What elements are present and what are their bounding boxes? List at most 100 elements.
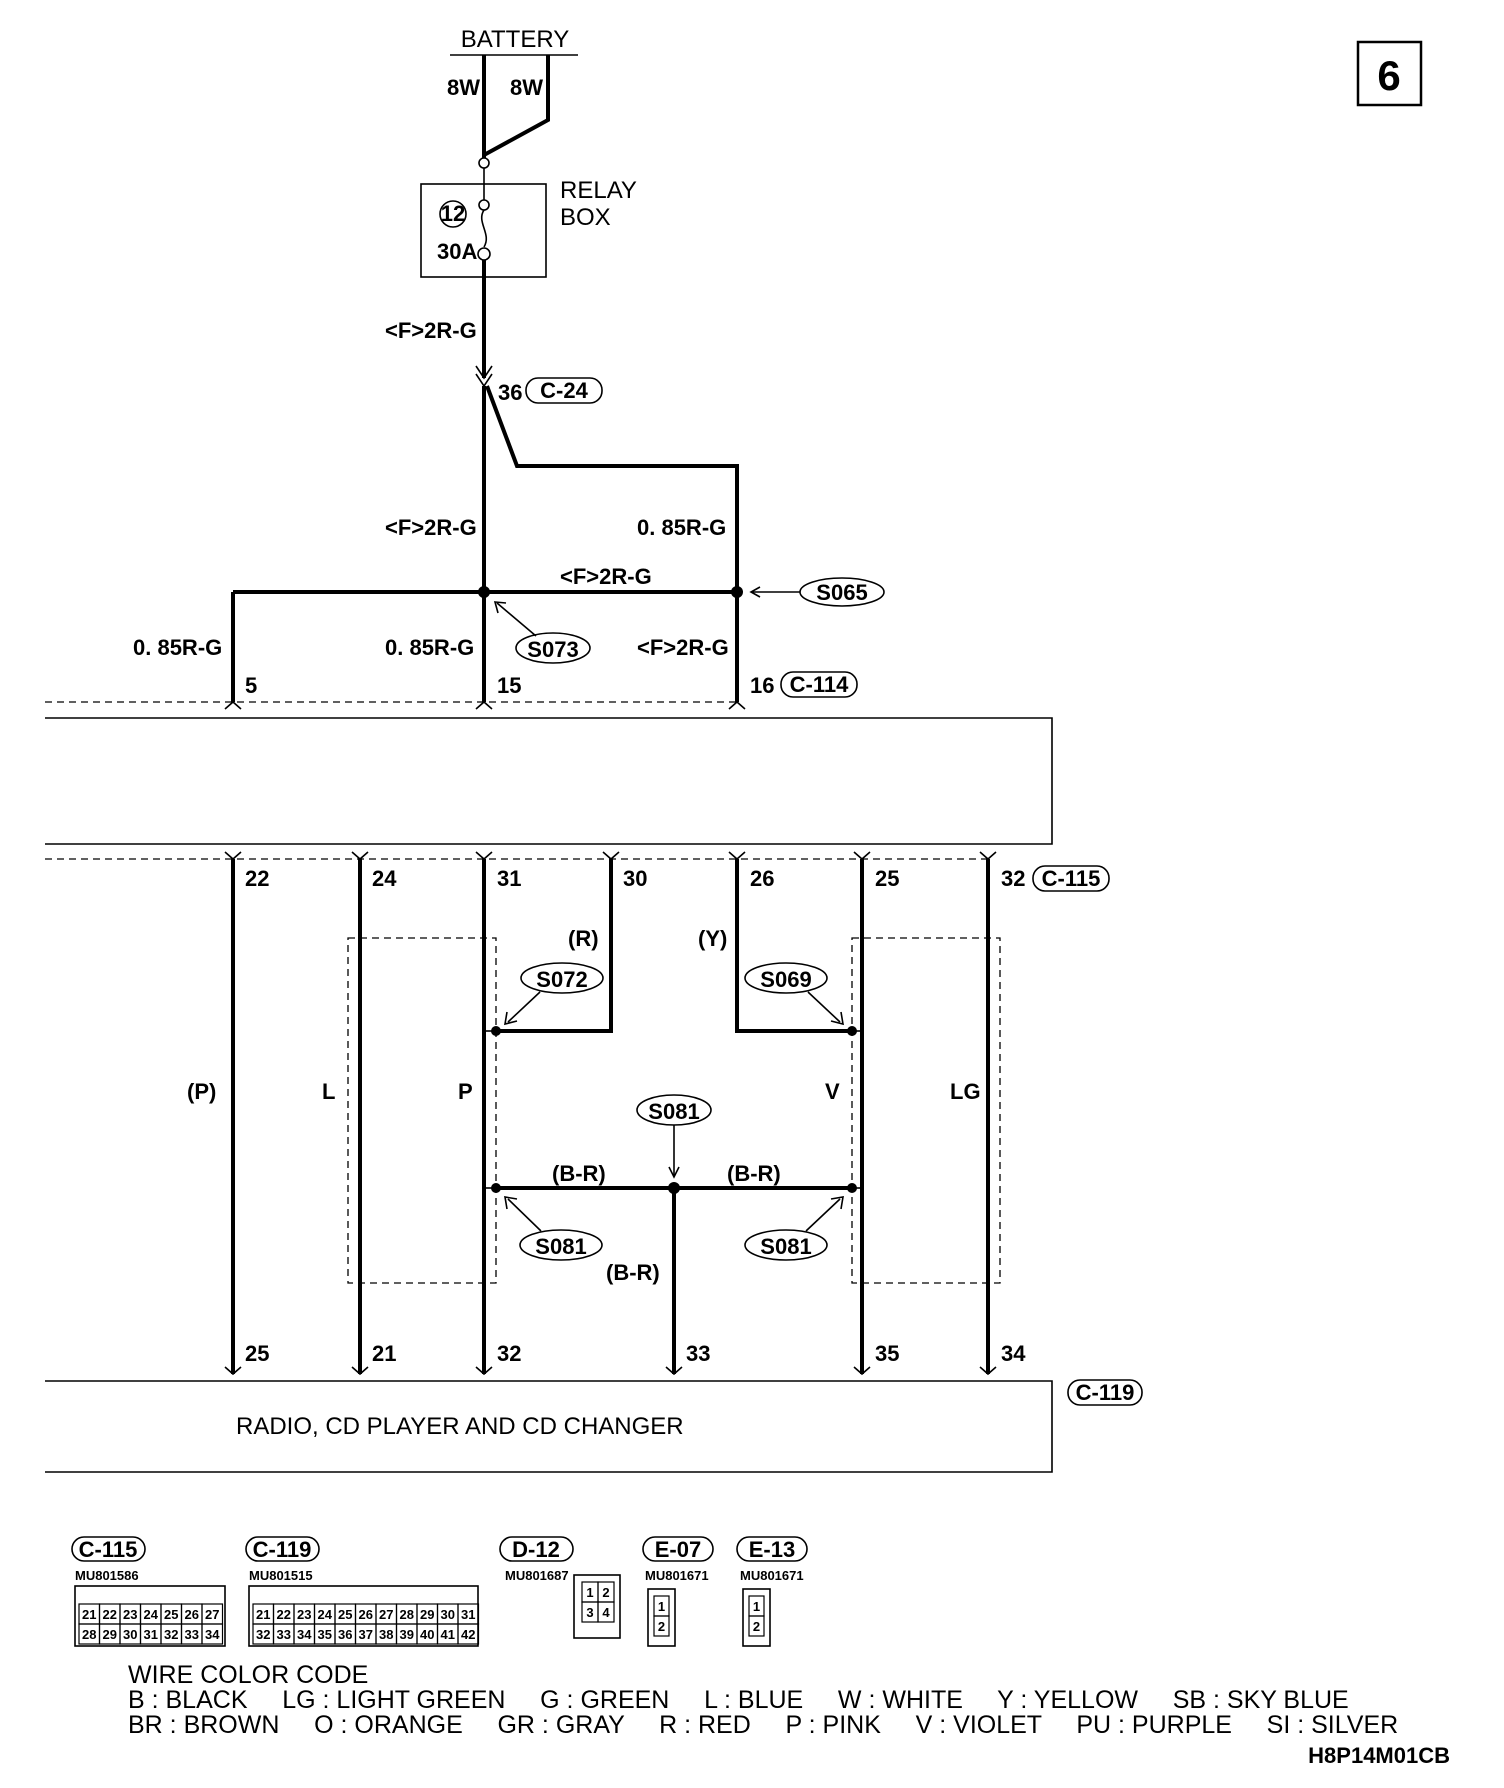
connector-pin-number: 27 xyxy=(379,1607,393,1622)
wire-label-br-left: (B-R) xyxy=(552,1161,606,1186)
battery-wire-right: 8W xyxy=(510,75,543,100)
connector-pin-number: 35 xyxy=(318,1627,332,1642)
component-name: RADIO, CD PLAYER AND CD CHANGER xyxy=(236,1413,684,1440)
relay-box-label-2: BOX xyxy=(560,204,611,231)
connector-view-e13: E-13 MU801671 12 xyxy=(736,1536,808,1647)
connector-pin-cell xyxy=(748,1615,765,1637)
splice-s069: S069 xyxy=(744,962,844,1026)
splice-s065: S065 xyxy=(749,577,885,607)
connector-pin-number: 1 xyxy=(586,1585,593,1600)
c24-id: C-24 xyxy=(540,378,588,403)
connector-pin-number: 30 xyxy=(441,1607,455,1622)
s065-label: S065 xyxy=(816,580,867,605)
connector-pin-number: 34 xyxy=(205,1627,220,1642)
cv-e13-part: MU801671 xyxy=(740,1568,804,1583)
wire-pin15: 0. 85R-G xyxy=(385,635,474,660)
wire-label-v: V xyxy=(825,1079,840,1104)
wire-label-l: L xyxy=(322,1079,335,1104)
wire-color-legend: WIRE COLOR CODE B : BLACK LG : LIGHT GRE… xyxy=(128,1661,1398,1739)
connector-c114: 5 15 16 C-114 xyxy=(45,671,858,710)
battery-wire-left: 8W xyxy=(447,75,480,100)
connector-pin-number: 33 xyxy=(185,1627,199,1642)
legend-title: WIRE COLOR CODE xyxy=(128,1661,368,1689)
connector-c119: 25 21 32 33 35 34 C-119 xyxy=(224,1341,1143,1406)
s073-label: S073 xyxy=(527,637,578,662)
fuse-rating: 30A xyxy=(437,239,477,264)
connector-pin-number: 32 xyxy=(256,1627,270,1642)
fuse-number: 12 xyxy=(441,201,465,226)
connector-pin-number: 1 xyxy=(658,1599,665,1614)
s081-top-label: S081 xyxy=(648,1099,699,1124)
cv-d12-id: D-12 xyxy=(512,1537,560,1562)
connector-pin-number: 23 xyxy=(123,1607,137,1622)
c115-pin-31: 31 xyxy=(497,866,521,891)
c114-pin-16: 16 xyxy=(750,673,774,698)
connector-pin-number: 22 xyxy=(277,1607,291,1622)
shield-right xyxy=(851,937,1001,1284)
wire-main-top: <F>2R-G xyxy=(385,318,477,343)
cv-e07-id: E-07 xyxy=(655,1537,701,1562)
c115-pin-25: 25 xyxy=(875,866,899,891)
fuse-icon xyxy=(477,155,491,277)
c115-pin-24: 24 xyxy=(372,866,397,891)
wire-label-br-right: (B-R) xyxy=(727,1161,781,1186)
connector-c115: 22 24 31 30 26 25 32 C-115 xyxy=(45,851,1110,892)
cv-c115-id: C-115 xyxy=(79,1537,138,1562)
connector-pin-number: 26 xyxy=(359,1607,373,1622)
connector-pin-number: 23 xyxy=(297,1607,311,1622)
s069-label: S069 xyxy=(760,967,811,992)
page-number-box: 6 xyxy=(1356,40,1423,107)
wire-branch-right: 0. 85R-G xyxy=(637,515,726,540)
connector-pin-number: 26 xyxy=(185,1607,199,1622)
connector-pin-number: 1 xyxy=(753,1599,760,1614)
c119-pin-33: 33 xyxy=(686,1341,710,1366)
splice-dot-s073 xyxy=(478,586,490,598)
connector-pin-number: 22 xyxy=(103,1607,117,1622)
wire-label-br-down: (B-R) xyxy=(606,1260,660,1285)
connector-pin-number: 32 xyxy=(164,1627,178,1642)
cv-d12-part: MU801687 xyxy=(505,1568,569,1583)
connector-pin-number: 40 xyxy=(420,1627,434,1642)
c119-pin-34: 34 xyxy=(1001,1341,1026,1366)
wire-label-r: (R) xyxy=(568,926,599,951)
connector-pin-number: 24 xyxy=(318,1607,333,1622)
figure-code: H8P14M01CB xyxy=(1308,1743,1450,1768)
s072-label: S072 xyxy=(536,967,587,992)
splice-s081-left: S081 xyxy=(504,1196,603,1261)
wire-horizontal: <F>2R-G xyxy=(560,564,652,589)
c114-id: C-114 xyxy=(790,672,849,697)
c114-pin-15: 15 xyxy=(497,673,521,698)
c119-pin-32: 32 xyxy=(497,1341,521,1366)
connector-pin-number: 3 xyxy=(586,1605,593,1620)
connector-pin-number: 4 xyxy=(602,1605,610,1620)
splice-s073: S073 xyxy=(493,601,591,664)
legend-line-2: BR : BROWN O : ORANGE GR : GRAY R : RED … xyxy=(128,1711,1398,1739)
connector-pin-number: 2 xyxy=(753,1619,760,1634)
intermediate-module-box xyxy=(45,717,1053,845)
c115-pin-26: 26 xyxy=(750,866,774,891)
cv-c119-id: C-119 xyxy=(253,1537,312,1562)
shield-left xyxy=(347,937,497,1284)
connector-view-e07: E-07 MU801671 12 xyxy=(642,1536,714,1647)
cv-c119-part: MU801515 xyxy=(249,1568,313,1583)
page-number: 6 xyxy=(1377,52,1400,99)
s081-right-label: S081 xyxy=(760,1234,811,1259)
wire-pin5: 0. 85R-G xyxy=(133,635,222,660)
wire-label-p-paren: (P) xyxy=(187,1079,216,1104)
splice-dot-s081-center xyxy=(668,1182,680,1194)
connector-pin-number: 41 xyxy=(441,1627,455,1642)
wire-label-y: (Y) xyxy=(698,926,727,951)
cv-e07-part: MU801671 xyxy=(645,1568,709,1583)
s081-left-label: S081 xyxy=(535,1234,586,1259)
connector-pin-number: 38 xyxy=(379,1627,393,1642)
connector-pin-number: 28 xyxy=(400,1607,414,1622)
c115-pin-32: 32 xyxy=(1001,866,1025,891)
connector-pin-number: 25 xyxy=(164,1607,178,1622)
wire-label-lg: LG xyxy=(950,1079,981,1104)
c119-id: C-119 xyxy=(1076,1380,1135,1405)
connector-pin-number: 37 xyxy=(359,1627,373,1642)
connector-pin-cell xyxy=(597,1601,615,1623)
